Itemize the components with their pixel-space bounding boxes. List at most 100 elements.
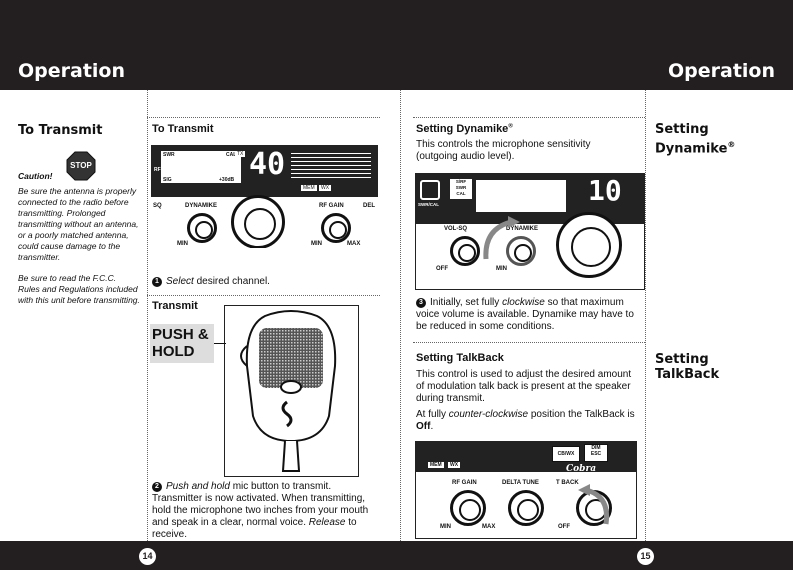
side-title-1b: Dynamike bbox=[655, 141, 728, 157]
page-number-left: 14 bbox=[139, 548, 156, 565]
step-1-text: desired channel. bbox=[193, 276, 270, 287]
caution-text-2: Be sure to read the F.C.C. Rules and Reg… bbox=[18, 273, 140, 305]
page-number-right: 15 bbox=[637, 548, 654, 565]
rf-gain-label: RF GAIN bbox=[452, 480, 477, 486]
clockwise-arrow-icon bbox=[483, 216, 520, 260]
push-hold-text: PUSH & HOLD bbox=[152, 326, 209, 360]
talkback-note-b: position the TalkBack is bbox=[528, 409, 635, 420]
counter-clockwise-arrow-icon bbox=[578, 484, 610, 525]
wx-indicator: WX bbox=[319, 185, 332, 191]
step-2-verb: Push and hold bbox=[166, 481, 230, 492]
side-title-setting-talkback: Setting TalkBack bbox=[655, 352, 719, 382]
rf-label: RF bbox=[154, 167, 161, 173]
push-hold-callout: PUSH & HOLD bbox=[150, 324, 214, 363]
talkback-note-a: At fully bbox=[416, 409, 449, 420]
dynamike-title-text: Setting Dynamike bbox=[416, 123, 509, 135]
talkback-note-end: . bbox=[430, 421, 434, 432]
caution-heading: Caution! bbox=[18, 171, 53, 181]
db-label: +30dB bbox=[219, 177, 235, 183]
side-title-1a: Setting bbox=[655, 122, 709, 137]
dynamike-knob bbox=[506, 236, 536, 266]
transmit-title: Transmit bbox=[152, 300, 198, 312]
swr-label: SWR bbox=[163, 152, 175, 158]
signal-meter bbox=[161, 151, 241, 183]
channel-display: 40 bbox=[249, 147, 286, 182]
step-3-number: 3 bbox=[416, 298, 426, 308]
dim-label: DIM bbox=[591, 445, 601, 451]
talkback-note-italic: counter-clockwise bbox=[448, 409, 529, 420]
rf-gain-knob bbox=[450, 490, 486, 526]
step-3-italic: clockwise bbox=[502, 297, 545, 308]
section-rule bbox=[413, 117, 645, 118]
min-label: MIN bbox=[177, 241, 188, 247]
min-label: MIN bbox=[496, 266, 507, 272]
esc-label: ESC bbox=[590, 451, 602, 457]
delta-tune-label: DELTA TUNE bbox=[502, 480, 539, 486]
channel-display: 10 bbox=[588, 174, 622, 207]
vol-label: VOL bbox=[444, 226, 457, 232]
side-title-setting-dynamike: Setting Dynamike® bbox=[655, 122, 735, 156]
off-label: OFF bbox=[436, 266, 448, 272]
signal-meter bbox=[476, 180, 566, 212]
mem-indicator: MEM bbox=[428, 462, 444, 468]
max-label: MAX bbox=[347, 241, 361, 247]
off-label: OFF bbox=[558, 524, 570, 530]
dynamike-label: DYNAMIKE bbox=[185, 203, 218, 209]
volume-knob bbox=[450, 236, 480, 266]
stop-sign-icon: STOP bbox=[66, 151, 96, 181]
channel-knob bbox=[556, 212, 622, 278]
side-title-2b: TalkBack bbox=[655, 367, 720, 382]
dynamike-knob bbox=[187, 213, 217, 243]
swr-cal-label: SWR/CAL bbox=[418, 202, 439, 207]
rf-switch-label: S/RF bbox=[455, 179, 467, 184]
caution-text: Be sure the antenna is properly connecte… bbox=[18, 186, 139, 262]
channel-knob bbox=[231, 195, 285, 248]
microphone-icon bbox=[225, 306, 358, 476]
column-divider bbox=[147, 90, 148, 541]
sq-label: SQ bbox=[153, 203, 162, 209]
step-1: 1 Select desired channel. bbox=[152, 276, 270, 288]
step-2-text: mic button to transmit. Transmitter is n… bbox=[152, 481, 369, 528]
side-title-to-transmit: To Transmit bbox=[18, 123, 103, 138]
tx-indicator: TX bbox=[235, 151, 246, 157]
dynamike-section-title: Setting Dynamike® bbox=[416, 123, 513, 135]
swr-switch-label: SWR bbox=[455, 185, 467, 190]
section-title-to-transmit: To Transmit bbox=[152, 123, 214, 135]
step-3-text-b: so that maximum voice volume is availabl… bbox=[416, 297, 634, 332]
delta-tune-knob bbox=[508, 490, 544, 526]
max-label: MAX bbox=[482, 524, 496, 530]
min-label: MIN bbox=[311, 241, 322, 247]
cal-switch-label: CAL bbox=[456, 191, 466, 196]
dynamike-description: This controls the microphone sensitivity… bbox=[416, 139, 591, 162]
section-rule bbox=[147, 295, 380, 296]
dynamike-label: DYNAMIKE bbox=[506, 226, 539, 232]
radio-front-illustration: SWR CAL RF SIG +30dB TX 40 MEM WX SQ DYN… bbox=[151, 145, 378, 248]
side-title-reg: ® bbox=[727, 140, 736, 149]
step-3-text-a: Initially, set fully bbox=[430, 297, 503, 308]
talkback-note-off: Off bbox=[416, 421, 431, 432]
cb-wx-button: CB/WX bbox=[552, 446, 580, 462]
rf-gain-knob bbox=[321, 213, 351, 243]
swr-cal-button bbox=[420, 180, 440, 200]
rf-gain-label: RF GAIN bbox=[319, 203, 344, 209]
left-header-title: Operation bbox=[18, 60, 126, 82]
step-1-verb: Select bbox=[166, 276, 194, 287]
sig-label: SIG bbox=[163, 177, 172, 183]
step-2-end: to receive. bbox=[152, 517, 357, 540]
section-rule bbox=[147, 117, 380, 118]
mem-indicator: MEM bbox=[301, 185, 317, 191]
step-2-release: Release bbox=[308, 517, 346, 528]
right-header-title: Operation bbox=[667, 60, 775, 82]
header-bar bbox=[0, 0, 793, 90]
vol-sq-label: VOL-SQ bbox=[444, 226, 468, 232]
side-title-2a: Setting bbox=[655, 352, 709, 367]
step-1-number: 1 bbox=[152, 277, 162, 287]
microphone-illustration bbox=[224, 305, 359, 477]
column-divider bbox=[645, 90, 646, 541]
section-rule bbox=[413, 342, 645, 343]
registered-mark: ® bbox=[508, 123, 513, 130]
talkback-description: This control is used to adjust the desir… bbox=[416, 369, 632, 404]
